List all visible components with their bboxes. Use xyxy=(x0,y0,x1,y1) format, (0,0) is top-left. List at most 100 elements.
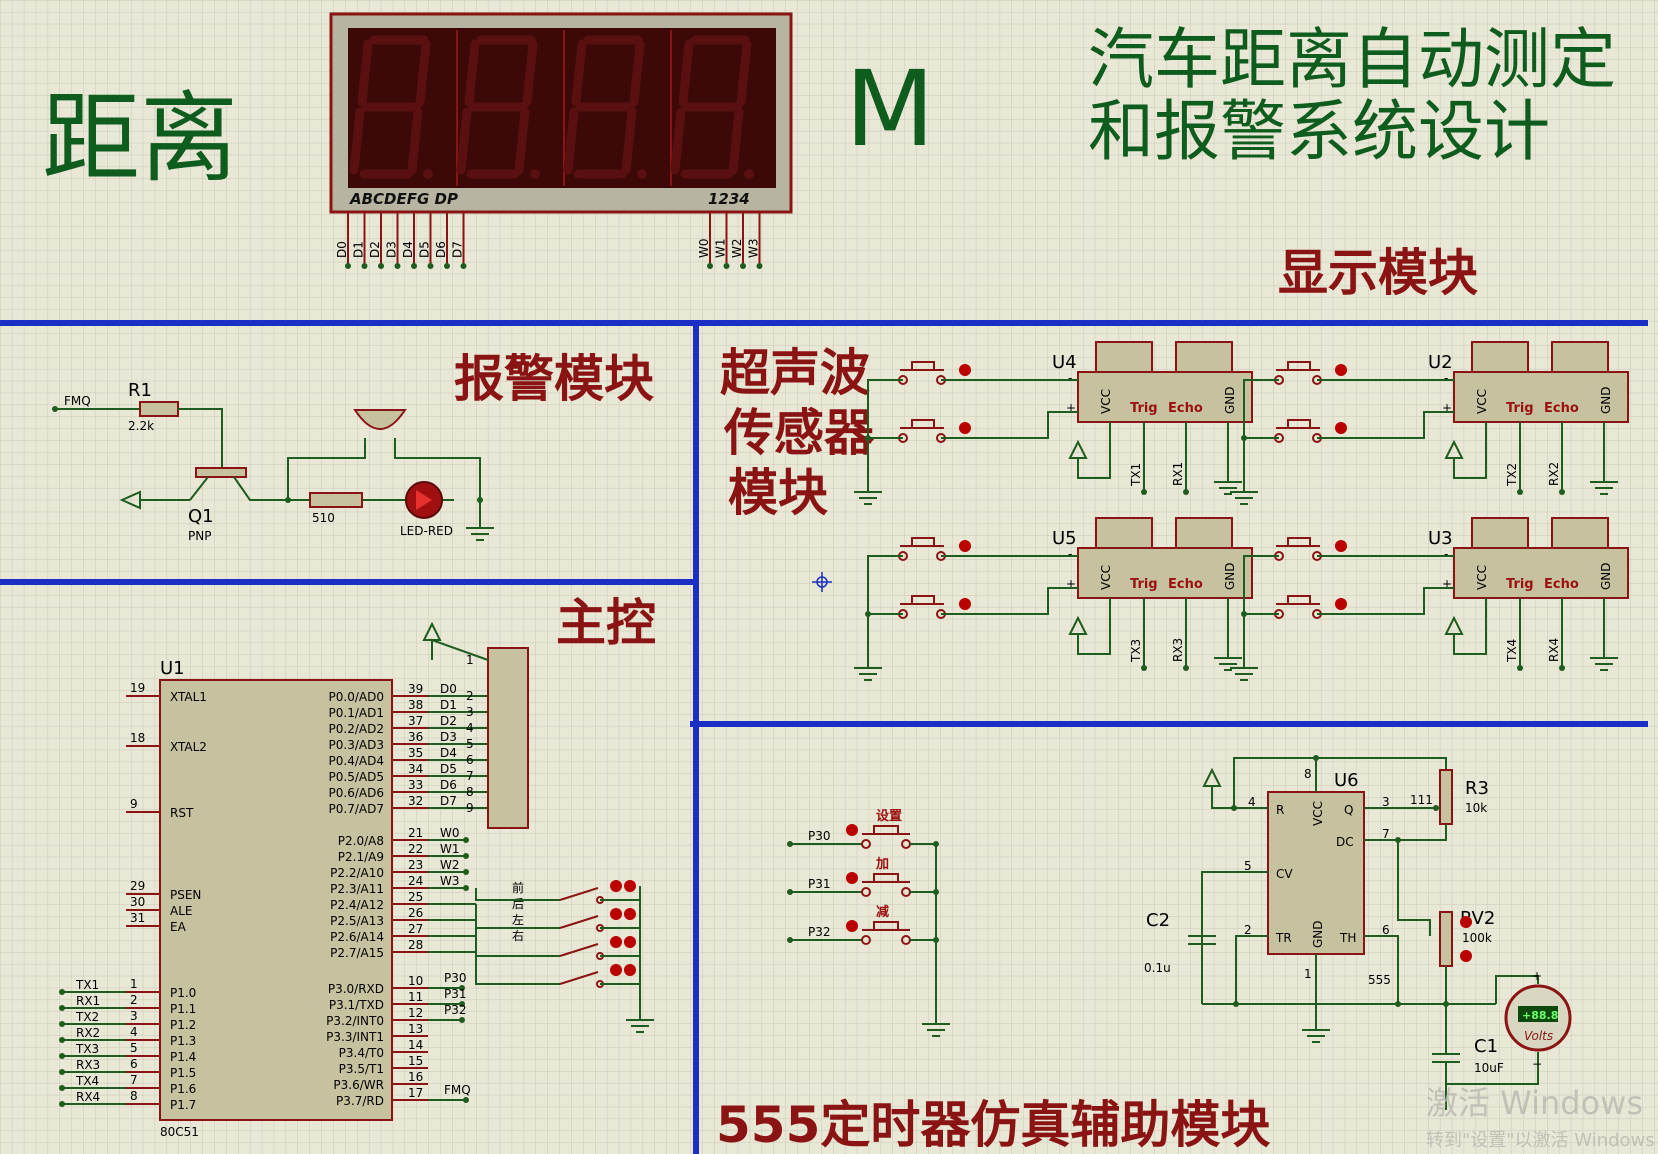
mcu-right-pin-label: P2.3/A11 xyxy=(330,882,384,896)
sensor-trig: Trig xyxy=(1506,577,1534,592)
sensor-name: U2 xyxy=(1428,352,1453,373)
mcu-right-pin-net: D7 xyxy=(440,794,457,808)
project-title-line2: 和报警系统设计 xyxy=(1088,93,1550,170)
mcu-left-pin-num: 31 xyxy=(130,911,145,925)
mcu-right-pin-net: P30 xyxy=(444,971,467,985)
mcu-right-pin-num: 15 xyxy=(408,1054,423,1068)
mcu-left-pin-net: RX4 xyxy=(76,1090,100,1104)
display-module-title: 显示模块 xyxy=(1278,244,1478,302)
mcu-part: 80C51 xyxy=(160,1125,199,1139)
alarm-module-title: 报警模块 xyxy=(454,350,654,408)
sensor-rx-net: RX3 xyxy=(1171,638,1185,662)
sensor-gnd: GND xyxy=(1223,562,1237,590)
display-digit-pin-1: W1 xyxy=(714,239,728,259)
c2-label: C2 xyxy=(1146,910,1170,931)
mcu-80c51[interactable]: U1 80C51 xyxy=(159,658,393,1139)
mcu-left-pin-net: RX3 xyxy=(76,1058,100,1072)
svg-text:+: + xyxy=(1442,577,1452,591)
rpack-pin-num: 9 xyxy=(466,801,474,815)
sensor-tx-net: TX2 xyxy=(1505,463,1519,487)
mcu-right-pin-label: P2.1/A9 xyxy=(338,850,384,864)
mcu-right-pin-net: FMQ xyxy=(444,1083,471,1097)
r1-label: R1 xyxy=(128,380,152,401)
mcu-left-pin-label: P1.5 xyxy=(170,1066,196,1080)
mcu-name: U1 xyxy=(160,658,185,679)
main-control-title: 主控 xyxy=(556,594,656,652)
timer-pin-tr: TR xyxy=(1275,931,1292,945)
seven-segment-display[interactable]: ABCDEFG DP 1234 xyxy=(329,12,793,214)
mcu-left-pin-label: RST xyxy=(170,806,194,820)
mcu-right-pin-net: P32 xyxy=(444,1003,467,1017)
mcu-left-pin-label: P1.2 xyxy=(170,1018,196,1032)
digit-pin-label: 1234 xyxy=(708,190,750,208)
mcu-right-pin-num: 35 xyxy=(408,746,423,760)
timer-pinnum-th: 6 xyxy=(1382,923,1390,937)
mcu-left-pin-label: P1.1 xyxy=(170,1002,196,1016)
button-label: 减 xyxy=(876,904,889,920)
svg-text:-: - xyxy=(1444,371,1448,385)
mcu-right-pin-num: 24 xyxy=(408,874,423,888)
mcu-right-pin-num: 38 xyxy=(408,698,423,712)
mcu-right-pin-num: 34 xyxy=(408,762,423,776)
sensor-echo: Echo xyxy=(1168,577,1203,592)
rpack-pin-num: 2 xyxy=(466,689,474,703)
sensor-echo: Echo xyxy=(1168,401,1203,416)
digit-1 xyxy=(349,35,433,179)
svg-text:+: + xyxy=(1066,577,1076,591)
sensor-gnd: GND xyxy=(1599,386,1613,414)
rpack-pin-num: 5 xyxy=(466,737,474,751)
r1-value: 2.2k xyxy=(128,419,154,433)
mcu-left-pin-net: TX1 xyxy=(75,978,99,992)
project-title-line1: 汽车距离自动测定 xyxy=(1088,21,1616,98)
mcu-right-pin-num: 25 xyxy=(408,890,423,904)
sensor-vcc: VCC xyxy=(1099,389,1113,414)
ultrasonic-title-line1: 超声波 xyxy=(720,344,870,402)
timer-wiring: R3 10k 111 RV2 100k C2 0.1u C1 10uF xyxy=(1144,755,1572,1110)
mcu-right-pin-num: 22 xyxy=(408,842,423,856)
button-net: P31 xyxy=(808,877,831,891)
mcu-right-pin-label: P3.1/TXD xyxy=(329,998,384,1012)
button-p32[interactable]: P32 减 xyxy=(787,904,939,945)
mcu-left-pin-label: ALE xyxy=(170,904,192,918)
mcu-right-pin-net: D3 xyxy=(440,730,457,744)
mcu-right-pin-net: D6 xyxy=(440,778,457,792)
mcu-right-pin-label: P3.4/T0 xyxy=(339,1046,384,1060)
display-data-pin-4: D4 xyxy=(401,241,415,258)
mcu-right-pin-num: 10 xyxy=(408,974,423,988)
display-digits xyxy=(349,30,754,186)
sensor-vcc: VCC xyxy=(1475,389,1489,414)
svg-text:+: + xyxy=(1442,401,1452,415)
mcu-left-pin-label: P1.6 xyxy=(170,1082,196,1096)
mcu-right-pin-net: W1 xyxy=(440,842,460,856)
mcu-left-pin-label: P1.0 xyxy=(170,986,196,1000)
segment-pin-label: ABCDEFG DP xyxy=(349,190,458,208)
timer-pin-dc: DC xyxy=(1336,835,1354,849)
svg-text:+: + xyxy=(1066,401,1076,415)
mcu-right-pin-num: 33 xyxy=(408,778,423,792)
display-digit-pin-0: W0 xyxy=(697,239,711,259)
sensor-tx-net: TX3 xyxy=(1129,639,1143,663)
mcu-right-pin-label: P3.7/RD xyxy=(336,1094,384,1108)
q-net-label: 111 xyxy=(1410,793,1433,807)
mcu-right-pin-net: 左 xyxy=(512,912,524,927)
led-label: LED-RED xyxy=(400,524,453,538)
sensor-echo: Echo xyxy=(1544,577,1579,592)
display-data-pin-7: D7 xyxy=(451,241,465,258)
display-data-pin-2: D2 xyxy=(368,241,382,258)
sensor-tx-net: TX1 xyxy=(1129,463,1143,487)
mcu-right-pin-num: 23 xyxy=(408,858,423,872)
sensor-tx-net: TX4 xyxy=(1505,639,1519,663)
mcu-right-pin-num: 11 xyxy=(408,990,423,1004)
timer-pin-q: Q xyxy=(1344,803,1353,817)
timer-pinnum-vcc: 8 xyxy=(1304,767,1312,781)
button-net: P32 xyxy=(808,925,831,939)
timer-name: U6 xyxy=(1334,770,1359,791)
